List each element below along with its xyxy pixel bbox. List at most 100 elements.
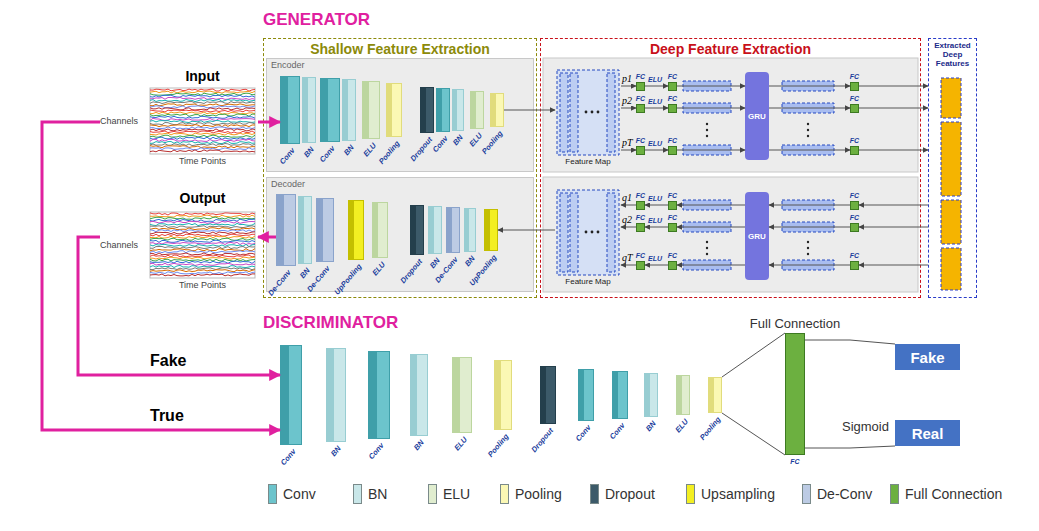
layer-label: ELU [452, 435, 469, 452]
layer-label: De-Conv [305, 264, 332, 293]
layer-block: ELU [362, 81, 380, 139]
eeg-trace [150, 240, 255, 242]
layer-block: ELU [676, 375, 690, 415]
eeg-trace [150, 148, 255, 150]
fc-unit: FC [850, 201, 859, 210]
fc-unit: FC [636, 223, 645, 232]
eeg-trace [150, 244, 255, 246]
eeg-trace [150, 274, 255, 276]
layer-block: UpPooling [484, 209, 498, 251]
eeg-trace [150, 263, 255, 265]
eeg-trace [150, 230, 255, 232]
edge-label: q1 [621, 192, 633, 203]
eeg-trace [150, 251, 255, 253]
dashed-region: Deep Feature ExtractionFeature MapFCFCFC… [540, 38, 921, 298]
connector [769, 150, 850, 151]
fc-label: FC [660, 192, 685, 200]
layer-label: Pooling [485, 432, 510, 459]
layer-label: Pooling [697, 415, 722, 442]
eeg-trace [150, 95, 255, 97]
edge-label: True [150, 407, 184, 425]
layer-block: Conv [320, 78, 340, 142]
layer-block: ELU [372, 202, 388, 258]
eeg-trace [150, 226, 255, 228]
eeg-trace [150, 261, 255, 263]
layer-block: BN [644, 373, 658, 417]
layer-block: BN [326, 348, 346, 442]
edge-label: ELU [648, 255, 662, 263]
layer-label: BN [302, 145, 316, 159]
legend-swatch [500, 484, 509, 504]
layer-label: BN [451, 133, 465, 147]
layer-block: De-Conv [316, 198, 334, 262]
eeg-trace [150, 253, 255, 255]
connector [645, 227, 668, 228]
fc-label: FC [660, 252, 685, 260]
connector [769, 227, 850, 228]
fc-label: FC [842, 214, 867, 222]
eeg-trace [150, 102, 255, 104]
layer-block: Conv [612, 371, 628, 419]
connector [677, 150, 745, 151]
gru-block: GRU [745, 72, 769, 160]
layer-block: Dropout [410, 205, 424, 255]
axis-label: Channels [100, 240, 138, 250]
section-title: DISCRIMINATOR [263, 313, 398, 333]
layer-label: De-Conv [266, 268, 293, 297]
fc-unit: FC [636, 104, 645, 113]
signal-image [150, 212, 255, 278]
layer-block: De-Conv [276, 194, 296, 266]
signal-traces [150, 89, 255, 152]
fc-label: FC [660, 137, 685, 145]
layer-label: Conv [574, 423, 593, 443]
eeg-trace [150, 247, 255, 249]
connector [769, 108, 850, 109]
legend-text: ELU [443, 485, 470, 503]
edge-label: ELU [648, 76, 662, 84]
eeg-trace [150, 123, 255, 125]
eeg-trace [150, 259, 255, 261]
connector [645, 86, 668, 87]
eeg-trace [150, 257, 255, 259]
eeg-trace [150, 110, 255, 112]
fc-label: FC [790, 457, 799, 466]
legend-text: Full Connection [905, 485, 1002, 503]
layer-block: BN [452, 89, 464, 131]
layer-label: BN [428, 256, 442, 270]
legend-swatch [353, 484, 362, 504]
layer-block: BN [298, 196, 312, 264]
eeg-trace [150, 221, 255, 223]
eeg-trace [150, 146, 255, 148]
eeg-trace [150, 268, 255, 270]
layer-label: Pooling [479, 129, 504, 156]
layer-block: BN [464, 208, 476, 252]
eeg-trace [150, 89, 255, 91]
layer-label: Dropout [398, 257, 424, 285]
eeg-trace [150, 234, 255, 236]
feature-column: Extracted Deep Features [928, 38, 977, 298]
layer-label: Pooling [376, 139, 401, 166]
legend-text: Conv [283, 485, 316, 503]
connector [722, 333, 785, 455]
fc-unit: FC [668, 201, 677, 210]
edge-label: ELU [648, 217, 662, 225]
connector [859, 150, 928, 151]
edge-label: pT [621, 137, 634, 148]
fc-unit: FC [850, 104, 859, 113]
fc-bar: Full ConnectionFC [785, 333, 805, 455]
layer-label: Conv [608, 421, 627, 441]
layer-label: UpPooling [332, 262, 363, 297]
eeg-trace [150, 265, 255, 267]
layer-label: ELU [467, 131, 484, 148]
output-label: Real [912, 425, 944, 442]
eeg-trace [150, 150, 255, 152]
section-title: GENERATOR [263, 10, 370, 30]
layer-label: ELU [370, 260, 387, 277]
legend-text: Pooling [515, 485, 562, 503]
eeg-trace [150, 228, 255, 230]
eeg-trace [150, 236, 255, 238]
signal-arrow [78, 237, 280, 375]
feature-map-label: Feature Map [545, 157, 631, 167]
connector [677, 205, 745, 206]
connector [645, 265, 668, 266]
